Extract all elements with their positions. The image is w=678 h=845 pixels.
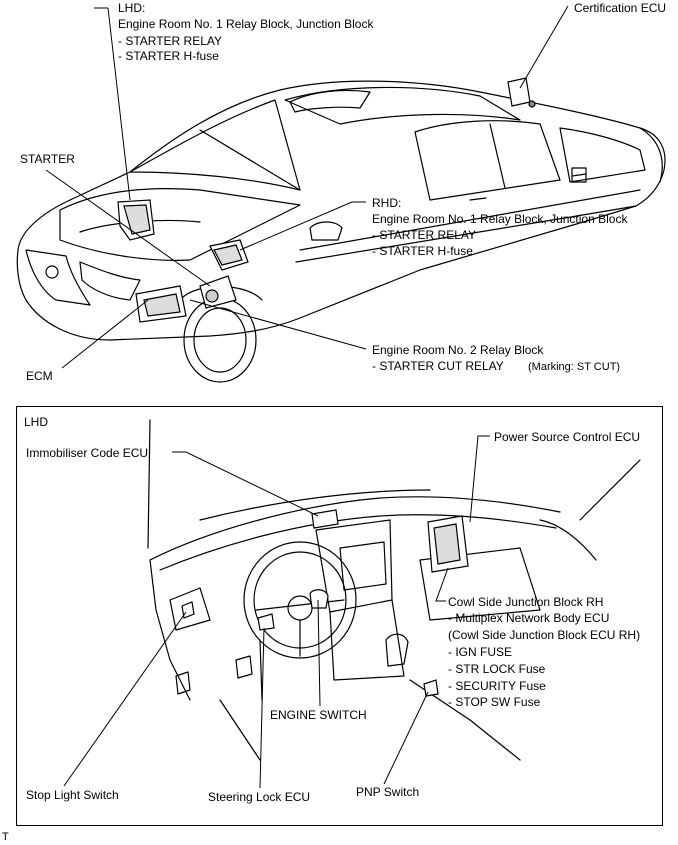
stop-sw-fuse-label: - STOP SW Fuse (448, 695, 541, 709)
rhd-starter-hfuse: - STARTER H-fuse (372, 244, 473, 258)
pnp-switch-label: PNP Switch (356, 785, 420, 799)
cowl-junction-block-label: Cowl Side Junction Block RH (448, 595, 604, 609)
security-fuse-label: - SECURITY Fuse (448, 679, 546, 693)
lhd-starter-hfuse: - STARTER H-fuse (118, 49, 219, 63)
er2-relay-block-label: Engine Room No. 2 Relay Block (372, 343, 544, 357)
panel-tag-lhd: LHD (24, 415, 49, 429)
certification-ecu-label: Certification ECU (574, 1, 667, 15)
starter-shape (199, 275, 237, 309)
starter-cut-relay-label: - STARTER CUT RELAY (372, 359, 504, 373)
str-lock-fuse-label: - STR LOCK Fuse (448, 662, 546, 676)
lhd-starter-relay: - STARTER RELAY (118, 34, 223, 48)
rhd-heading: RHD: (372, 196, 402, 210)
certification-ecu-shape (507, 77, 531, 107)
rhd-starter-relay: - STARTER RELAY (372, 228, 477, 242)
multiplex-body-ecu-label: - Multiplex Network Body ECU (448, 611, 610, 625)
lhd-relay-block-label: Engine Room No. 1 Relay Block, Junction … (118, 17, 374, 31)
footer-mark: T (2, 831, 9, 843)
ign-fuse-label: - IGN FUSE (448, 645, 513, 659)
lhd-heading: LHD: (118, 1, 146, 15)
rhd-relay-block-label: Engine Room No. 1 Relay Block, Junction … (372, 212, 628, 226)
st-cut-marking: (Marking: ST CUT) (528, 361, 621, 373)
lhd-interior-panel (16, 406, 663, 826)
ecm-label: ECM (26, 369, 53, 383)
cowl-ecu-rh-label: (Cowl Side Junction Block ECU RH) (448, 628, 641, 642)
power-source-ecu-label: Power Source Control ECU (494, 430, 641, 444)
steering-lock-ecu-label: Steering Lock ECU (208, 790, 311, 804)
stop-light-switch-label: Stop Light Switch (26, 788, 119, 802)
car-illustration (16, 5, 666, 383)
immobiliser-ecu-label: Immobiliser Code ECU (26, 446, 149, 460)
engine-switch-label: ENGINE SWITCH (270, 708, 367, 722)
starter-label: STARTER (20, 152, 75, 166)
